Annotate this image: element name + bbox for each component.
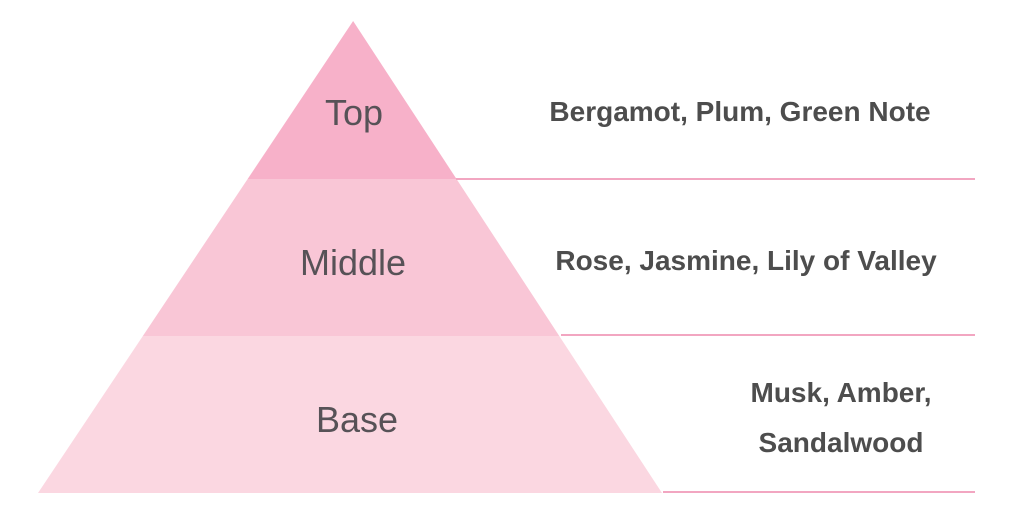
pyramid-band-base — [38, 336, 662, 493]
notes-base-line2: Sandalwood — [758, 427, 924, 458]
notes-base-line1: Musk, Amber, — [750, 377, 932, 408]
notes-top: Bergamot, Plum, Green Note — [549, 96, 931, 127]
notes-middle: Rose, Jasmine, Lily of Valley — [555, 245, 937, 276]
tier-label-middle: Middle — [299, 242, 407, 283]
notes-base: Musk, Amber, Sandalwood — [750, 368, 931, 468]
tier-label-base: Base — [315, 399, 399, 440]
divider-line-base — [663, 491, 975, 493]
divider-line-middle — [561, 334, 975, 336]
divider-line-top — [456, 178, 975, 180]
tier-label-top: Top — [324, 92, 384, 133]
